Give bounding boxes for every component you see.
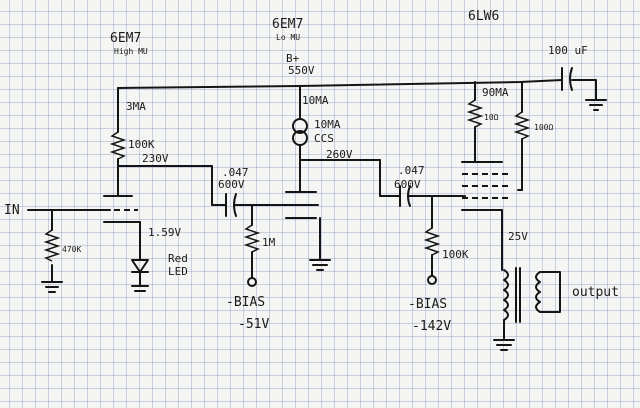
screen-resistor-label: 10Ω — [484, 113, 499, 122]
cap1-rating: 600V — [218, 178, 245, 191]
stage1-cathode-voltage: 1.59V — [148, 226, 181, 239]
tube1-sub: High MU — [114, 47, 148, 56]
output-label: output — [572, 285, 619, 300]
bias2-voltage: -142V — [412, 319, 451, 334]
screen-resistor-label-2: 100Ω — [534, 123, 553, 132]
stage1-plate-voltage: 230V — [142, 152, 169, 165]
stage1-current: 3MA — [126, 100, 146, 113]
ccs-source-upper — [292, 118, 308, 134]
output-cathode-voltage: 25V — [508, 230, 528, 243]
bias1-voltage: -51V — [238, 317, 269, 332]
bias-resistor-100k — [423, 227, 441, 256]
input-label: IN — [4, 203, 20, 218]
bplus-voltage: 550V — [288, 64, 315, 77]
output-current: 90MA — [482, 86, 509, 99]
tube2-name: 6EM7 — [272, 17, 303, 32]
output-transformer-primary — [503, 269, 509, 321]
ccs-label-1: 10MA — [314, 118, 341, 131]
stage1-plate-resistor: 100K — [128, 138, 155, 151]
stage2-current: 10MA — [302, 94, 329, 107]
screen-resistor-100 — [513, 111, 531, 140]
bias2-resistor: 100K — [442, 248, 469, 261]
stage2-plate-voltage: 260V — [326, 148, 353, 161]
led-label-1: Red — [168, 252, 188, 265]
cap2-rating: 600V — [394, 178, 421, 191]
bias1-resistor: 1M — [262, 236, 276, 249]
stage1-grid-resistor: 470K — [62, 245, 81, 254]
led-label-2: LED — [168, 265, 188, 278]
output-transformer-secondary — [535, 271, 541, 313]
bias-resistor-1m — [243, 224, 261, 253]
supply-cap-label: 100 uF — [548, 44, 588, 57]
tube3-name: 6LW6 — [468, 9, 499, 24]
ccs-label-2: CCS — [314, 132, 334, 145]
tube1-name: 6EM7 — [110, 31, 141, 46]
bias1-label: -BIAS — [226, 295, 265, 310]
bplus-rail — [117, 79, 563, 89]
red-led — [131, 259, 149, 273]
grid-resistor-470k — [43, 229, 61, 262]
tube2-sub: Lo MU — [276, 33, 300, 42]
cap1-value: .047 — [222, 166, 249, 179]
bias2-label: -BIAS — [408, 297, 447, 312]
cap2-value: .047 — [398, 164, 425, 177]
screen-resistor-10 — [466, 99, 484, 128]
bplus-label: B+ — [286, 52, 300, 65]
plate-resistor-100k — [109, 131, 127, 160]
